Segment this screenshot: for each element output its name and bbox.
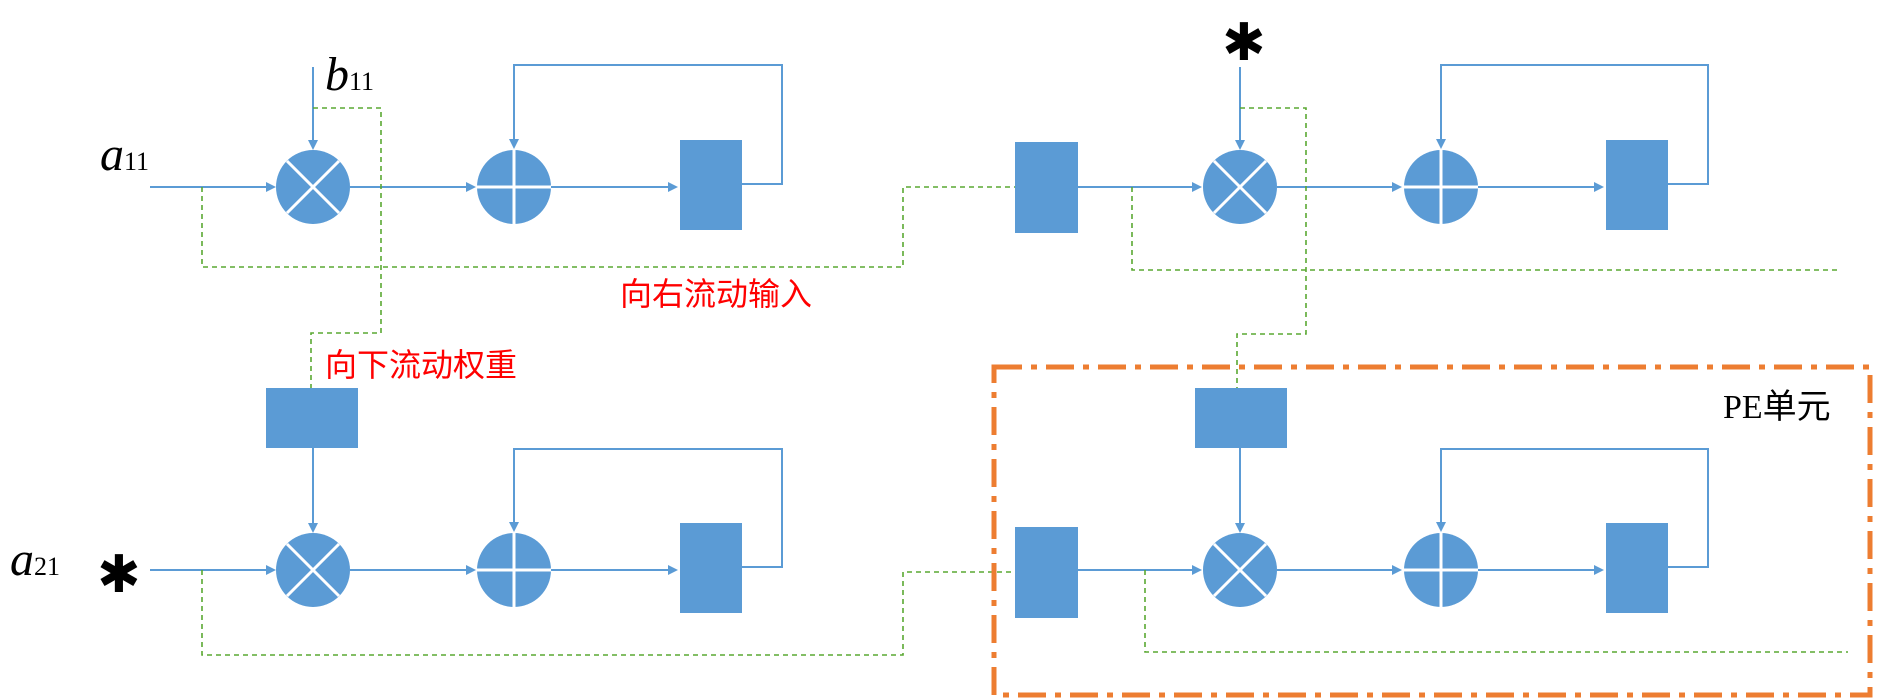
adder-icon [1404,150,1478,224]
accumulator-register [680,140,742,230]
input-register [1015,527,1078,618]
feedback-wire [509,64,783,185]
adder-icon [477,533,551,607]
input-flow-bottom [201,570,1015,656]
weight-register [1195,388,1287,448]
b11-label: b11 [325,48,374,101]
pe-top-left [150,64,783,230]
multiplier-icon [1203,150,1277,224]
feedback-wire [509,448,783,568]
flow-weight-down-label: 向下流动权重 [325,346,517,384]
multiplier-icon [1203,533,1277,607]
pe-bottom-right [1015,388,1709,618]
a11-label: a11 [100,128,149,181]
multiplier-icon [276,150,350,224]
feedback-wire [1436,64,1709,185]
accumulator-register [680,523,742,613]
adder-icon [1404,533,1478,607]
pe-unit-border [991,364,1873,698]
input-register [1015,142,1078,233]
flow-input-right-label: 向右流动输入 [620,275,812,313]
weight-flow-right [1236,107,1307,388]
dataflow-paths [201,107,1848,656]
weight-flow-left [310,107,382,388]
star-top-icon: ✱ [1222,13,1266,73]
pe-unit-label: PE单元 [1723,389,1831,426]
pe-top-right [1015,64,1709,233]
accumulator-register [1606,523,1668,613]
a21-label: a21 [10,533,60,586]
star-left-icon: ✱ [97,545,141,605]
input-flow-top-right [1131,187,1840,271]
multiplier-icon [276,533,350,607]
pe-bottom-left [150,388,783,613]
adder-icon [477,150,551,224]
accumulator-register [1606,140,1668,230]
weight-register [266,388,358,448]
feedback-wire [1436,448,1709,568]
input-flow-bottom-right [1144,570,1848,653]
